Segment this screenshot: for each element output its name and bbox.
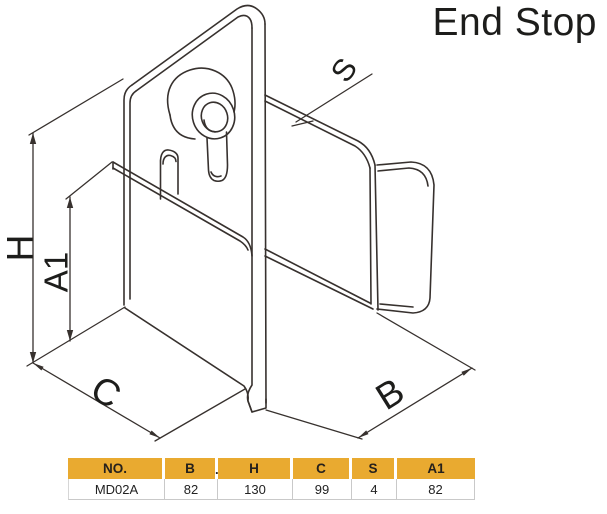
cell-c-value: 99 [293,479,352,500]
spec-table-header-row: NO. B H C S A1 [68,458,475,479]
col-header-c: C [293,458,352,479]
arm-fold-back [369,167,372,305]
end-flap-inner-top [377,167,429,187]
col-header-a1: A1 [397,458,475,479]
arm-bottom-edge-inner [264,248,371,304]
boss-ring [191,92,236,140]
ext-line-b-left [265,409,363,440]
spec-table-data-row: MD02A 82 130 99 4 82 [68,479,475,500]
arch-slot [159,149,179,200]
spec-table: NO. B H C S A1 MD02A 82 130 99 4 82 [68,458,475,500]
dim-label-c: C [84,368,128,417]
keyhole-slot-inner-cap [210,171,222,178]
keyhole-and-slots [159,67,236,200]
arm-face [264,92,380,312]
arm-top-edge-outer [264,94,376,166]
end-flap-inner-bottom [379,303,414,308]
part-fills [113,5,434,413]
end-flap-outline [376,161,435,314]
blade-bottom-edge [124,307,249,401]
dimension-lines [26,73,476,442]
blade-top-edge-inner [112,167,249,251]
dim-line-c [32,362,161,439]
arrow-h-top [29,133,37,144]
dim-label-h: H [0,235,41,262]
page-title: End Stop [432,1,597,44]
divider-blade [112,161,253,401]
cell-a1-value: 82 [397,479,475,500]
arrow-c-right [149,430,160,438]
cell-b-value: 82 [165,479,218,500]
thickness-leader-line [295,73,373,123]
header-stray-dot: . [215,462,219,477]
divider-blade-face [113,162,252,410]
col-header-b: B [165,458,218,479]
hole-inner-arc [203,119,216,133]
col-header-h: H [218,458,293,479]
cell-model-no: MD02A [68,479,165,500]
arrow-c-left [33,363,44,371]
plate-top-edge-outer [131,4,266,86]
cell-s-value: 4 [352,479,397,500]
plate-left-edge-outer [123,84,133,306]
ext-line-bottom-left [26,306,126,367]
arch-slot-inner-cap [162,154,177,165]
arrow-a1-top [66,197,74,208]
plate-right-edge-back [264,23,267,404]
dim-label-b: B [369,370,412,418]
dim-label-a1: A1 [38,252,75,292]
boss-outer-top [166,67,236,116]
end-flap-face [377,162,434,313]
arrow-b-left [358,430,369,438]
keyhole-slot [206,131,229,183]
dim-line-b [357,367,473,439]
plate-bottom-tab [247,398,267,413]
blade-top-edge-outer [112,161,253,257]
arrow-b-right [461,368,472,376]
ext-line-h-top [28,78,124,136]
arm-bottom-edge-outer [264,255,374,310]
plate-left-edge-inner [129,90,137,300]
plate-top-edge-inner [135,14,253,92]
arm-top-edge-inner [264,100,371,169]
col-header-s: S [352,458,397,479]
keyhole-hole [200,101,229,133]
ext-line-b-right [376,312,476,371]
ext-line-c-right [154,388,246,442]
boss-outer-bottom [169,114,196,140]
arrow-a1-bottom [66,330,74,341]
arrow-h-bottom [29,352,37,363]
ext-line-a1-top [65,161,113,200]
cell-h-value: 130 [218,479,293,500]
arm-fold-front [374,164,379,311]
col-header-no: NO. [68,458,165,479]
thickness-tick [291,120,314,127]
stop-arm [264,94,435,314]
